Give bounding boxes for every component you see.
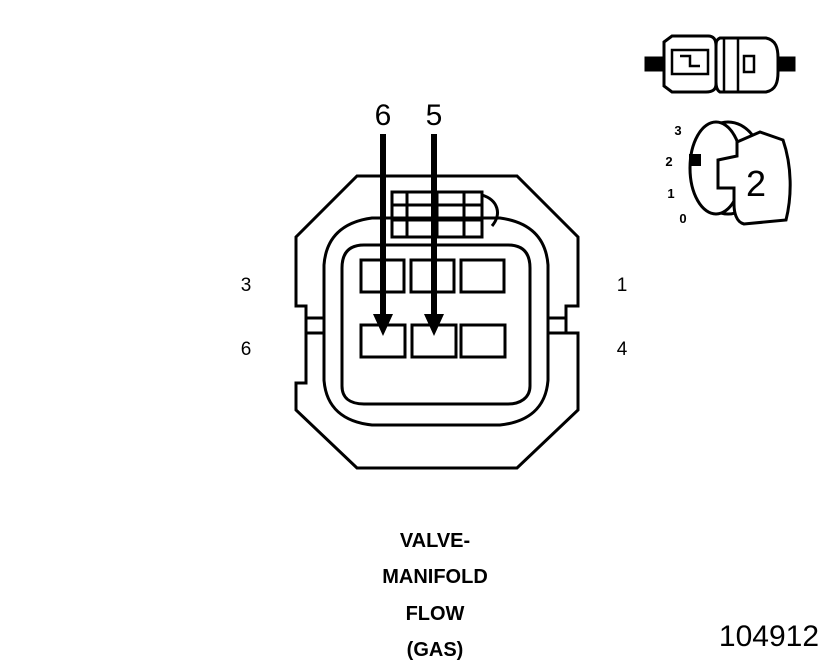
key-position-1: 1 xyxy=(667,186,674,201)
figure-number: 104912 xyxy=(718,620,819,653)
pin-label-3: 3 xyxy=(241,275,252,296)
key-position-3: 3 xyxy=(674,123,681,138)
pin-label-6: 6 xyxy=(241,339,252,360)
housing-side-tab-left xyxy=(304,316,324,335)
connector-latch xyxy=(390,190,499,239)
wire-stub-left xyxy=(644,56,666,72)
male-connector-slot xyxy=(670,48,710,76)
connector-pair-icon xyxy=(644,34,796,94)
wire-stub-right xyxy=(776,56,796,72)
female-connector-window xyxy=(742,54,756,74)
key-position-0: 0 xyxy=(679,211,686,226)
caption-line-4: (GAS) xyxy=(406,639,464,661)
arrowhead xyxy=(373,314,393,336)
key-position-2: 2 xyxy=(665,154,672,169)
arrowhead xyxy=(424,314,444,336)
terminal-cavity-1 xyxy=(459,258,506,294)
key-position-icon xyxy=(688,120,792,226)
pin-label-4: 4 xyxy=(617,339,628,360)
male-connector-catch xyxy=(680,54,700,68)
pin-label-1: 1 xyxy=(617,275,628,296)
caption-line-1: VALVE- xyxy=(399,530,471,552)
terminal-cavity-4 xyxy=(459,323,507,359)
arrow-label-6: 6 xyxy=(375,99,392,132)
latch-hook xyxy=(481,193,499,227)
caption-line-3: FLOW xyxy=(405,603,465,625)
housing-side-tab-right xyxy=(548,316,568,335)
terminal-face-outline xyxy=(340,243,532,406)
female-connector-icon xyxy=(714,36,780,94)
arrow-label-5: 5 xyxy=(426,99,443,132)
pin-arrow-6: 6 xyxy=(373,99,393,336)
caption-line-2: MANIFOLD xyxy=(382,566,488,588)
housing-outer-outline xyxy=(294,174,580,470)
key-selected-number: 2 xyxy=(746,163,766,204)
key-position-marker xyxy=(689,154,701,166)
female-connector-band xyxy=(722,36,740,94)
key-tab-icon xyxy=(716,130,792,226)
pin-arrow-5: 5 xyxy=(424,99,444,336)
connector-housing xyxy=(294,174,580,470)
housing-inner-outline xyxy=(322,216,550,427)
